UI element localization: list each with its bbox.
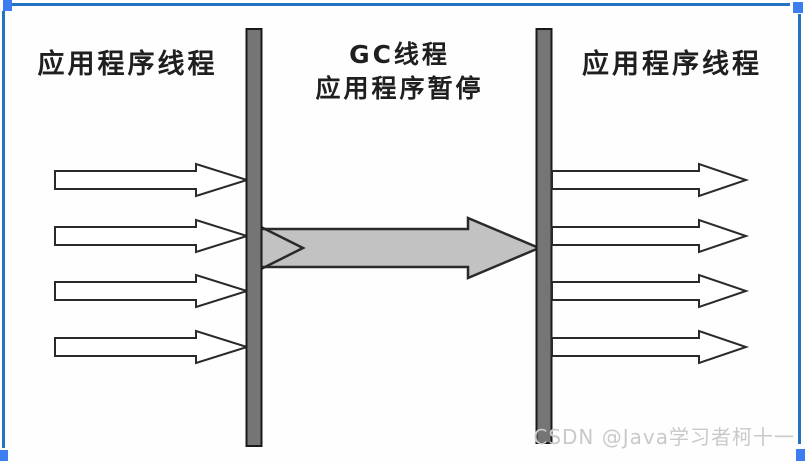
selection-handle-top-left[interactable] xyxy=(3,0,12,11)
app-thread-arrow xyxy=(54,329,251,365)
stw-barrier-left xyxy=(245,28,263,447)
app-thread-arrow xyxy=(551,162,750,198)
gc-thread-label: GC线程 xyxy=(349,40,450,69)
stw-barrier-right xyxy=(535,28,553,444)
gc-arrow-tail-chevron xyxy=(260,225,306,271)
app-thread-arrow xyxy=(54,162,251,198)
selection-handle-top-right[interactable] xyxy=(793,2,803,13)
middle-section-title: GC线程 应用程序暂停 xyxy=(263,38,536,106)
gc-thread-arrow xyxy=(258,216,543,280)
app-thread-arrow xyxy=(551,218,750,254)
selection-border-left xyxy=(2,11,5,448)
app-thread-arrow xyxy=(551,329,750,365)
app-paused-label: 应用程序暂停 xyxy=(315,74,484,103)
selection-border-top xyxy=(11,3,790,6)
selection-handle-bottom-right[interactable] xyxy=(796,449,805,461)
selection-handle-bottom-left[interactable] xyxy=(0,450,8,461)
app-thread-arrow xyxy=(551,273,750,309)
right-section-title: 应用程序线程 xyxy=(582,49,762,80)
left-section-title: 应用程序线程 xyxy=(37,49,218,80)
selection-border-right xyxy=(798,14,801,444)
app-thread-arrow xyxy=(54,218,251,254)
csdn-watermark: CSDN @Java学习者柯十一 xyxy=(533,425,795,449)
app-thread-arrow xyxy=(54,273,251,309)
app-thread-arrows-left xyxy=(54,162,251,365)
app-thread-arrows-right xyxy=(551,162,750,365)
